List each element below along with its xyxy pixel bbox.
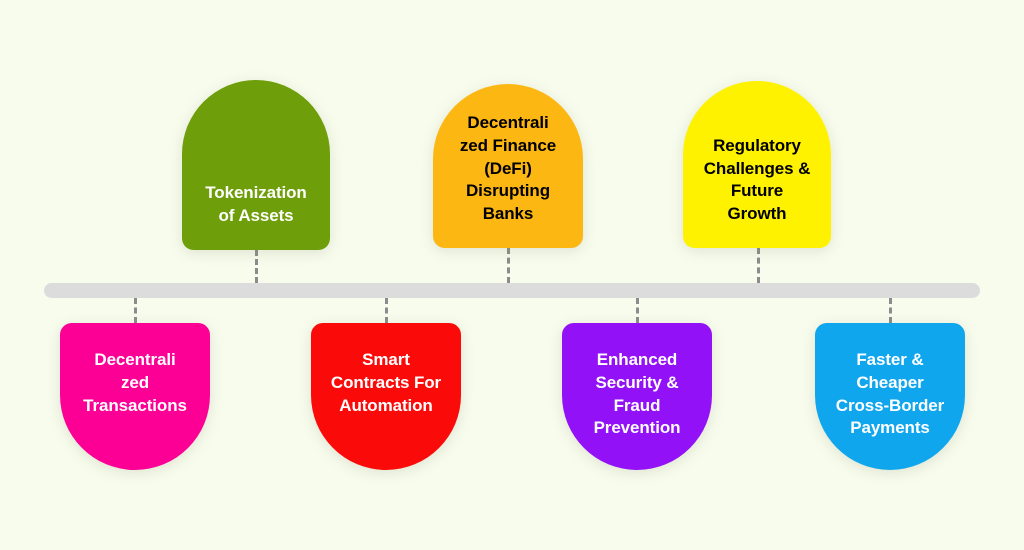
card-tokenization-of-assets[interactable]: Tokenization of Assets [182, 80, 330, 250]
card-enhanced-security-fraud-prevention[interactable]: Enhanced Security & Fraud Prevention [562, 323, 712, 470]
card-label: Smart Contracts For Automation [330, 350, 442, 415]
card-label: Decentrali zed Transactions [83, 350, 187, 415]
card-decentrali-zed-finance-defi-disrupting-b[interactable]: Decentrali zed Finance (DeFi) Disrupting… [433, 84, 583, 248]
card-decentrali-zed-transactions[interactable]: Decentrali zed Transactions [60, 323, 210, 470]
top-connector-3 [757, 248, 763, 283]
card-smart-contracts-for-automation[interactable]: Smart Contracts For Automation [311, 323, 461, 470]
top-connector-2 [507, 248, 513, 283]
bottom-connector-2 [385, 298, 391, 323]
top-connector-1 [255, 250, 261, 283]
card-faster-cheaper-cross-border-payments[interactable]: Faster & Cheaper Cross-Border Payments [815, 323, 965, 470]
card-label: Enhanced Security & Fraud Prevention [593, 350, 681, 438]
card-label: Faster & Cheaper Cross-Border Payments [835, 350, 945, 438]
bottom-connector-4 [889, 298, 895, 323]
card-label: Regulatory Challenges & Future Growth [703, 135, 811, 224]
card-label: Tokenization of Assets [205, 183, 307, 226]
bottom-connector-1 [134, 298, 140, 323]
card-regulatory-challenges-future-growth[interactable]: Regulatory Challenges & Future Growth [683, 81, 831, 248]
card-label: Decentrali zed Finance (DeFi) Disrupting… [459, 113, 557, 224]
timeline-bar [44, 283, 980, 298]
bottom-connector-3 [636, 298, 642, 323]
